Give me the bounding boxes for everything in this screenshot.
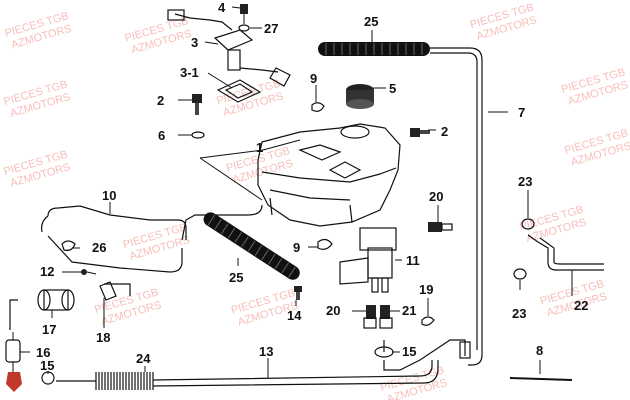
callout-2: 2 bbox=[441, 124, 448, 139]
part-9-clamp-lower bbox=[317, 238, 333, 250]
callout-12: 12 bbox=[40, 264, 54, 279]
part-2-bolt-right bbox=[410, 128, 430, 137]
part-5-fuel-cap bbox=[346, 84, 374, 109]
callout-14: 14 bbox=[287, 308, 302, 323]
callout-9: 9 bbox=[293, 240, 300, 255]
fuel-hose bbox=[383, 339, 466, 371]
part-7-drain-tube-inner bbox=[430, 52, 478, 350]
leader-lines bbox=[20, 6, 573, 378]
brand-logo bbox=[6, 372, 22, 392]
callout-2: 2 bbox=[157, 93, 164, 108]
callout-20: 20 bbox=[429, 189, 443, 204]
part-23-clamp-upper bbox=[521, 218, 535, 230]
part-3-fuel-sender bbox=[167, 9, 291, 87]
part-13-tube bbox=[152, 360, 439, 387]
part-10-tube-right bbox=[181, 204, 263, 241]
part-10-tube-path bbox=[47, 235, 183, 273]
part-10-vent-tube-lower bbox=[41, 215, 49, 233]
filter-hose bbox=[9, 299, 18, 330]
callout-5: 5 bbox=[389, 81, 396, 96]
part-20-fitting-lower bbox=[366, 305, 390, 319]
part-1-fuel-tank bbox=[257, 123, 401, 227]
callout-13: 13 bbox=[259, 344, 273, 359]
part-20-fitting-upper bbox=[428, 222, 453, 232]
callout-23: 23 bbox=[518, 174, 532, 189]
bracket-clip bbox=[104, 283, 131, 296]
callout-1: 1 bbox=[256, 140, 263, 155]
callout-6: 6 bbox=[158, 128, 165, 143]
callout-9: 9 bbox=[310, 71, 317, 86]
callout-26: 26 bbox=[92, 240, 106, 255]
part-25-upper-hose bbox=[318, 42, 430, 56]
callout-20: 20 bbox=[326, 303, 340, 318]
part-25-lower-hose bbox=[203, 212, 300, 280]
callout-23: 23 bbox=[512, 306, 526, 321]
callout-18: 18 bbox=[96, 330, 110, 345]
part-14-bolt bbox=[294, 286, 302, 300]
part-6-washer bbox=[191, 131, 205, 139]
part-16-inline-filter bbox=[5, 332, 21, 372]
callout-15: 15 bbox=[402, 344, 416, 359]
callout-27: 27 bbox=[264, 21, 278, 36]
part-18-clip bbox=[99, 281, 117, 320]
callout-21: 21 bbox=[402, 303, 416, 318]
part-22-tube bbox=[527, 234, 604, 271]
part-26-clamp bbox=[61, 240, 76, 251]
callout-25: 25 bbox=[364, 14, 378, 29]
callout-7: 7 bbox=[518, 105, 525, 120]
callout-3: 3 bbox=[191, 35, 198, 50]
part-9-clamp-upper bbox=[311, 102, 325, 112]
callout-11: 11 bbox=[406, 253, 420, 268]
part-19-clip bbox=[421, 316, 435, 326]
callout-10: 10 bbox=[102, 188, 116, 203]
hose-end-fitting bbox=[459, 341, 471, 359]
part-12-screw bbox=[81, 269, 97, 275]
part-4-bolt bbox=[240, 4, 248, 24]
part-24-spring bbox=[56, 372, 154, 390]
part-23-clamp-lower bbox=[513, 268, 527, 280]
part-8-rod bbox=[509, 360, 573, 381]
callout-8: 8 bbox=[536, 343, 543, 358]
callout-17: 17 bbox=[42, 322, 56, 337]
callout-24: 24 bbox=[136, 351, 151, 366]
callout-3-1: 3-1 bbox=[180, 65, 199, 80]
part-11-fuel-pump bbox=[339, 227, 397, 293]
callout-15: 15 bbox=[40, 358, 54, 373]
callout-22: 22 bbox=[574, 298, 588, 313]
callout-16: 16 bbox=[36, 345, 50, 360]
callout-labels: 1 2 2 3 3-1 4 5 6 7 8 9 9 10 11 12 13 14… bbox=[36, 0, 588, 373]
part-7-drain-tube bbox=[430, 47, 483, 366]
part-3-1-gasket bbox=[216, 79, 262, 103]
part-17-filter bbox=[37, 289, 75, 311]
part-2-bolt-left bbox=[192, 94, 202, 115]
callout-25: 25 bbox=[229, 270, 243, 285]
part-27-washer bbox=[238, 24, 250, 32]
part-21-connector bbox=[363, 317, 393, 329]
callout-19: 19 bbox=[419, 282, 433, 297]
callout-4: 4 bbox=[218, 0, 226, 15]
